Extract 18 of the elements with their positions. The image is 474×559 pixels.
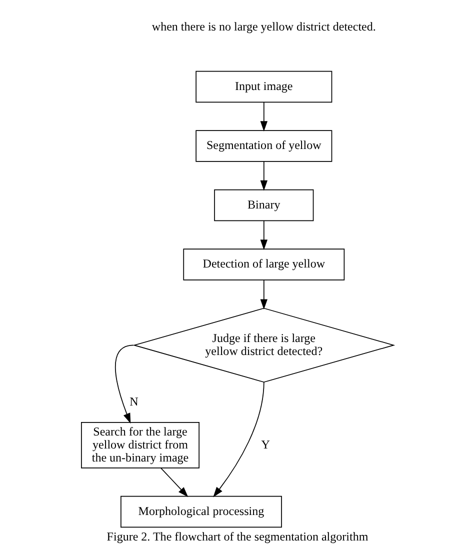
arrow bbox=[260, 161, 268, 191]
arrow bbox=[160, 468, 188, 498]
node-box: Search for the large yellow district from the un-binary image bbox=[80, 422, 199, 468]
node-box: Morphological processing bbox=[120, 496, 282, 528]
label: when there is no large yellow district detected. bbox=[151, 20, 376, 34]
arrow bbox=[260, 102, 268, 132]
edge-label: Y bbox=[260, 437, 270, 452]
node-box: Segmentation of yellow bbox=[195, 130, 332, 162]
arrow bbox=[260, 220, 268, 250]
node-diamond: Judge if there is large yellow district detected? bbox=[132, 308, 395, 383]
node-box: Input image bbox=[195, 70, 332, 103]
node-box: Binary bbox=[214, 189, 314, 222]
edge-label: N bbox=[129, 394, 138, 408]
arrow bbox=[114, 344, 134, 424]
arrow bbox=[260, 280, 268, 310]
node-box: Detection of large yellow bbox=[182, 248, 344, 280]
caption: Figure 2. The flowchart of the segmentation algorithm bbox=[106, 529, 368, 544]
arrow bbox=[212, 382, 264, 498]
